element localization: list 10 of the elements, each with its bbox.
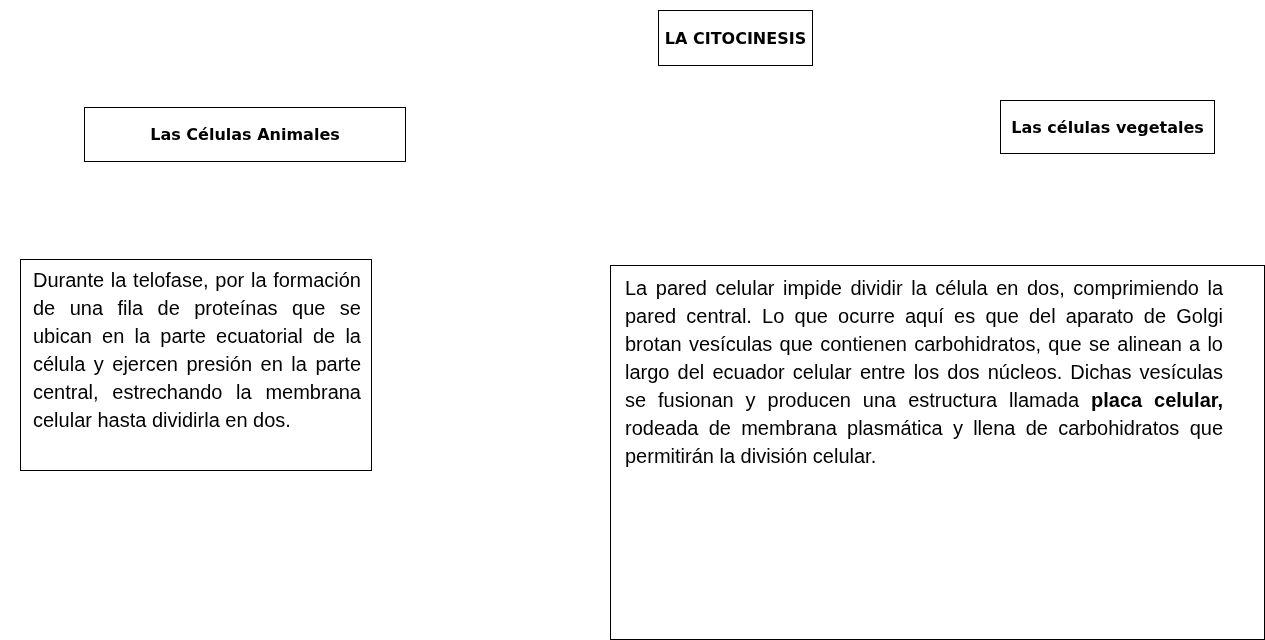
heading: LA CITOCINESIS: [664, 28, 807, 48]
paragraph: La pared celular impide dividir la célula en dos, comprimiendo la pared central. Lo que ocurre aquí es que del aparato de Golgi brotan vesículas que contienen carbohidratos, que se alinean a lo largo del ecuador celular entre los dos núcleos. Dichas vesículas se fusionan y producen una estructura llamada placa celular, rodeada de membrana plasmática y llena de carbohidratos que permitirán la división celular.: [625, 276, 1223, 469]
heading: Las Células Animales: [150, 125, 340, 144]
paragraph: Durante la telofase, por la formación de una fila de proteínas que se ubican en la parte ecuatorial de la célula y ejercen presión en la parte central, estrechando la membrana celular hasta dividirla en dos.: [33, 268, 361, 433]
text-box: [20, 259, 372, 471]
title-box: [658, 10, 813, 66]
heading: Las células vegetales: [1011, 117, 1204, 137]
heading-box: [1000, 100, 1215, 154]
text-box: [610, 265, 1265, 640]
heading-box: [84, 107, 406, 162]
